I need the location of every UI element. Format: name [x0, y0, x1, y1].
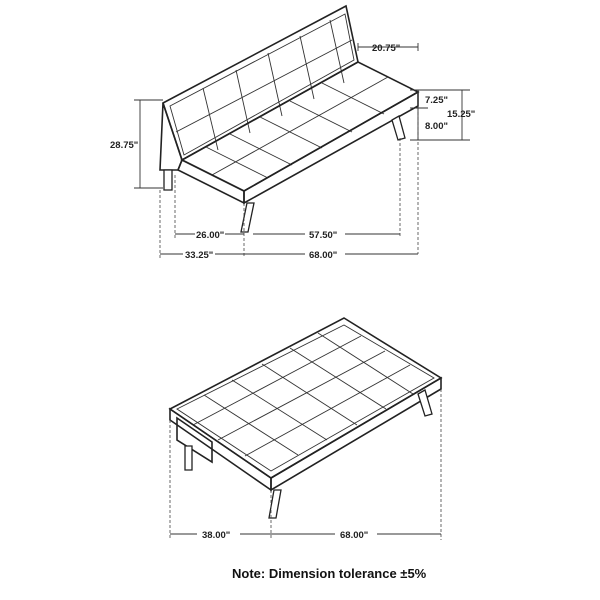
dim-bed-depth: 38.00"	[202, 530, 230, 541]
dim-total-height: 28.75"	[110, 140, 138, 151]
dim-seat-height: 15.25"	[447, 109, 475, 120]
dim-seat-width: 57.50"	[309, 230, 337, 241]
dim-leg-height: 8.00"	[425, 121, 448, 132]
dim-overall-depth: 33.25"	[185, 250, 213, 261]
dim-bed-width: 68.00"	[340, 530, 368, 541]
bed-dimension-lines	[169, 389, 442, 540]
dim-seat-depth: 26.00"	[196, 230, 224, 241]
sofa-dimension-lines	[134, 43, 470, 258]
sofa-drawing	[159, 4, 420, 233]
bed-drawing	[168, 317, 443, 519]
dim-back-depth: 20.75"	[372, 43, 400, 54]
dim-arm-gap: 7.25"	[425, 95, 448, 106]
note-text: Note: Dimension tolerance ±5%	[232, 566, 427, 581]
dim-overall-width: 68.00"	[309, 250, 337, 261]
